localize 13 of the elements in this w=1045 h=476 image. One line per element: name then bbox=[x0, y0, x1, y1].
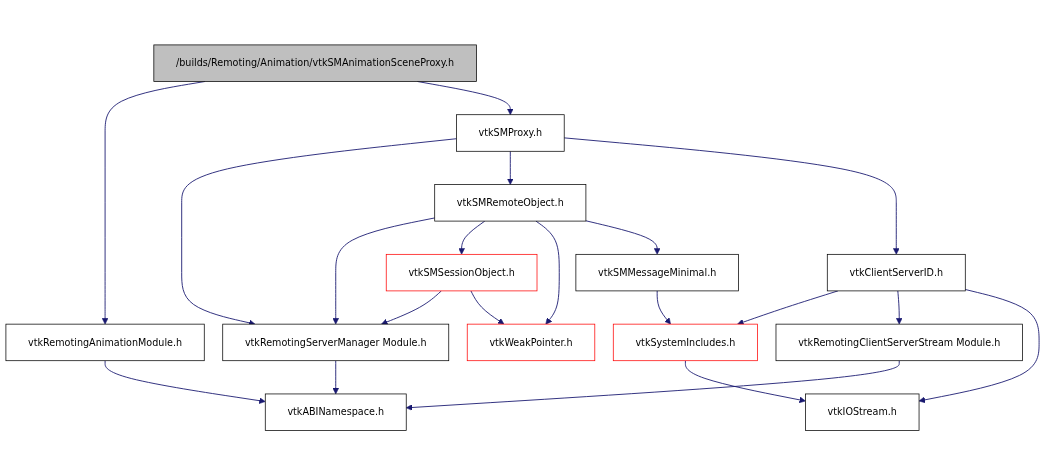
node-box: vtkRemotingClientServerStream Module.h bbox=[775, 324, 1023, 362]
node-box: vtkRemotingServerManager Module.h bbox=[222, 324, 450, 362]
node-box: vtkSystemIncludes.h bbox=[612, 324, 758, 362]
node-box: vtkWeakPointer.h bbox=[466, 324, 596, 362]
node-box: /builds/Remoting/Animation/vtkSMAnimationSceneProxy.h bbox=[153, 44, 477, 83]
node-box: vtkSMProxy.h bbox=[456, 114, 565, 152]
node-box: vtkRemotingAnimationModule.h bbox=[5, 324, 205, 362]
node-box: vtkClientServerID.h bbox=[826, 254, 966, 292]
node-box: vtkIOStream.h bbox=[805, 393, 920, 432]
node-box: vtkSMRemoteObject.h bbox=[434, 184, 587, 222]
node-box: vtkSMMessageMinimal.h bbox=[575, 254, 739, 292]
node-box: vtkABINamespace.h bbox=[264, 393, 407, 432]
node-box: vtkSMSessionObject.h bbox=[385, 254, 538, 292]
